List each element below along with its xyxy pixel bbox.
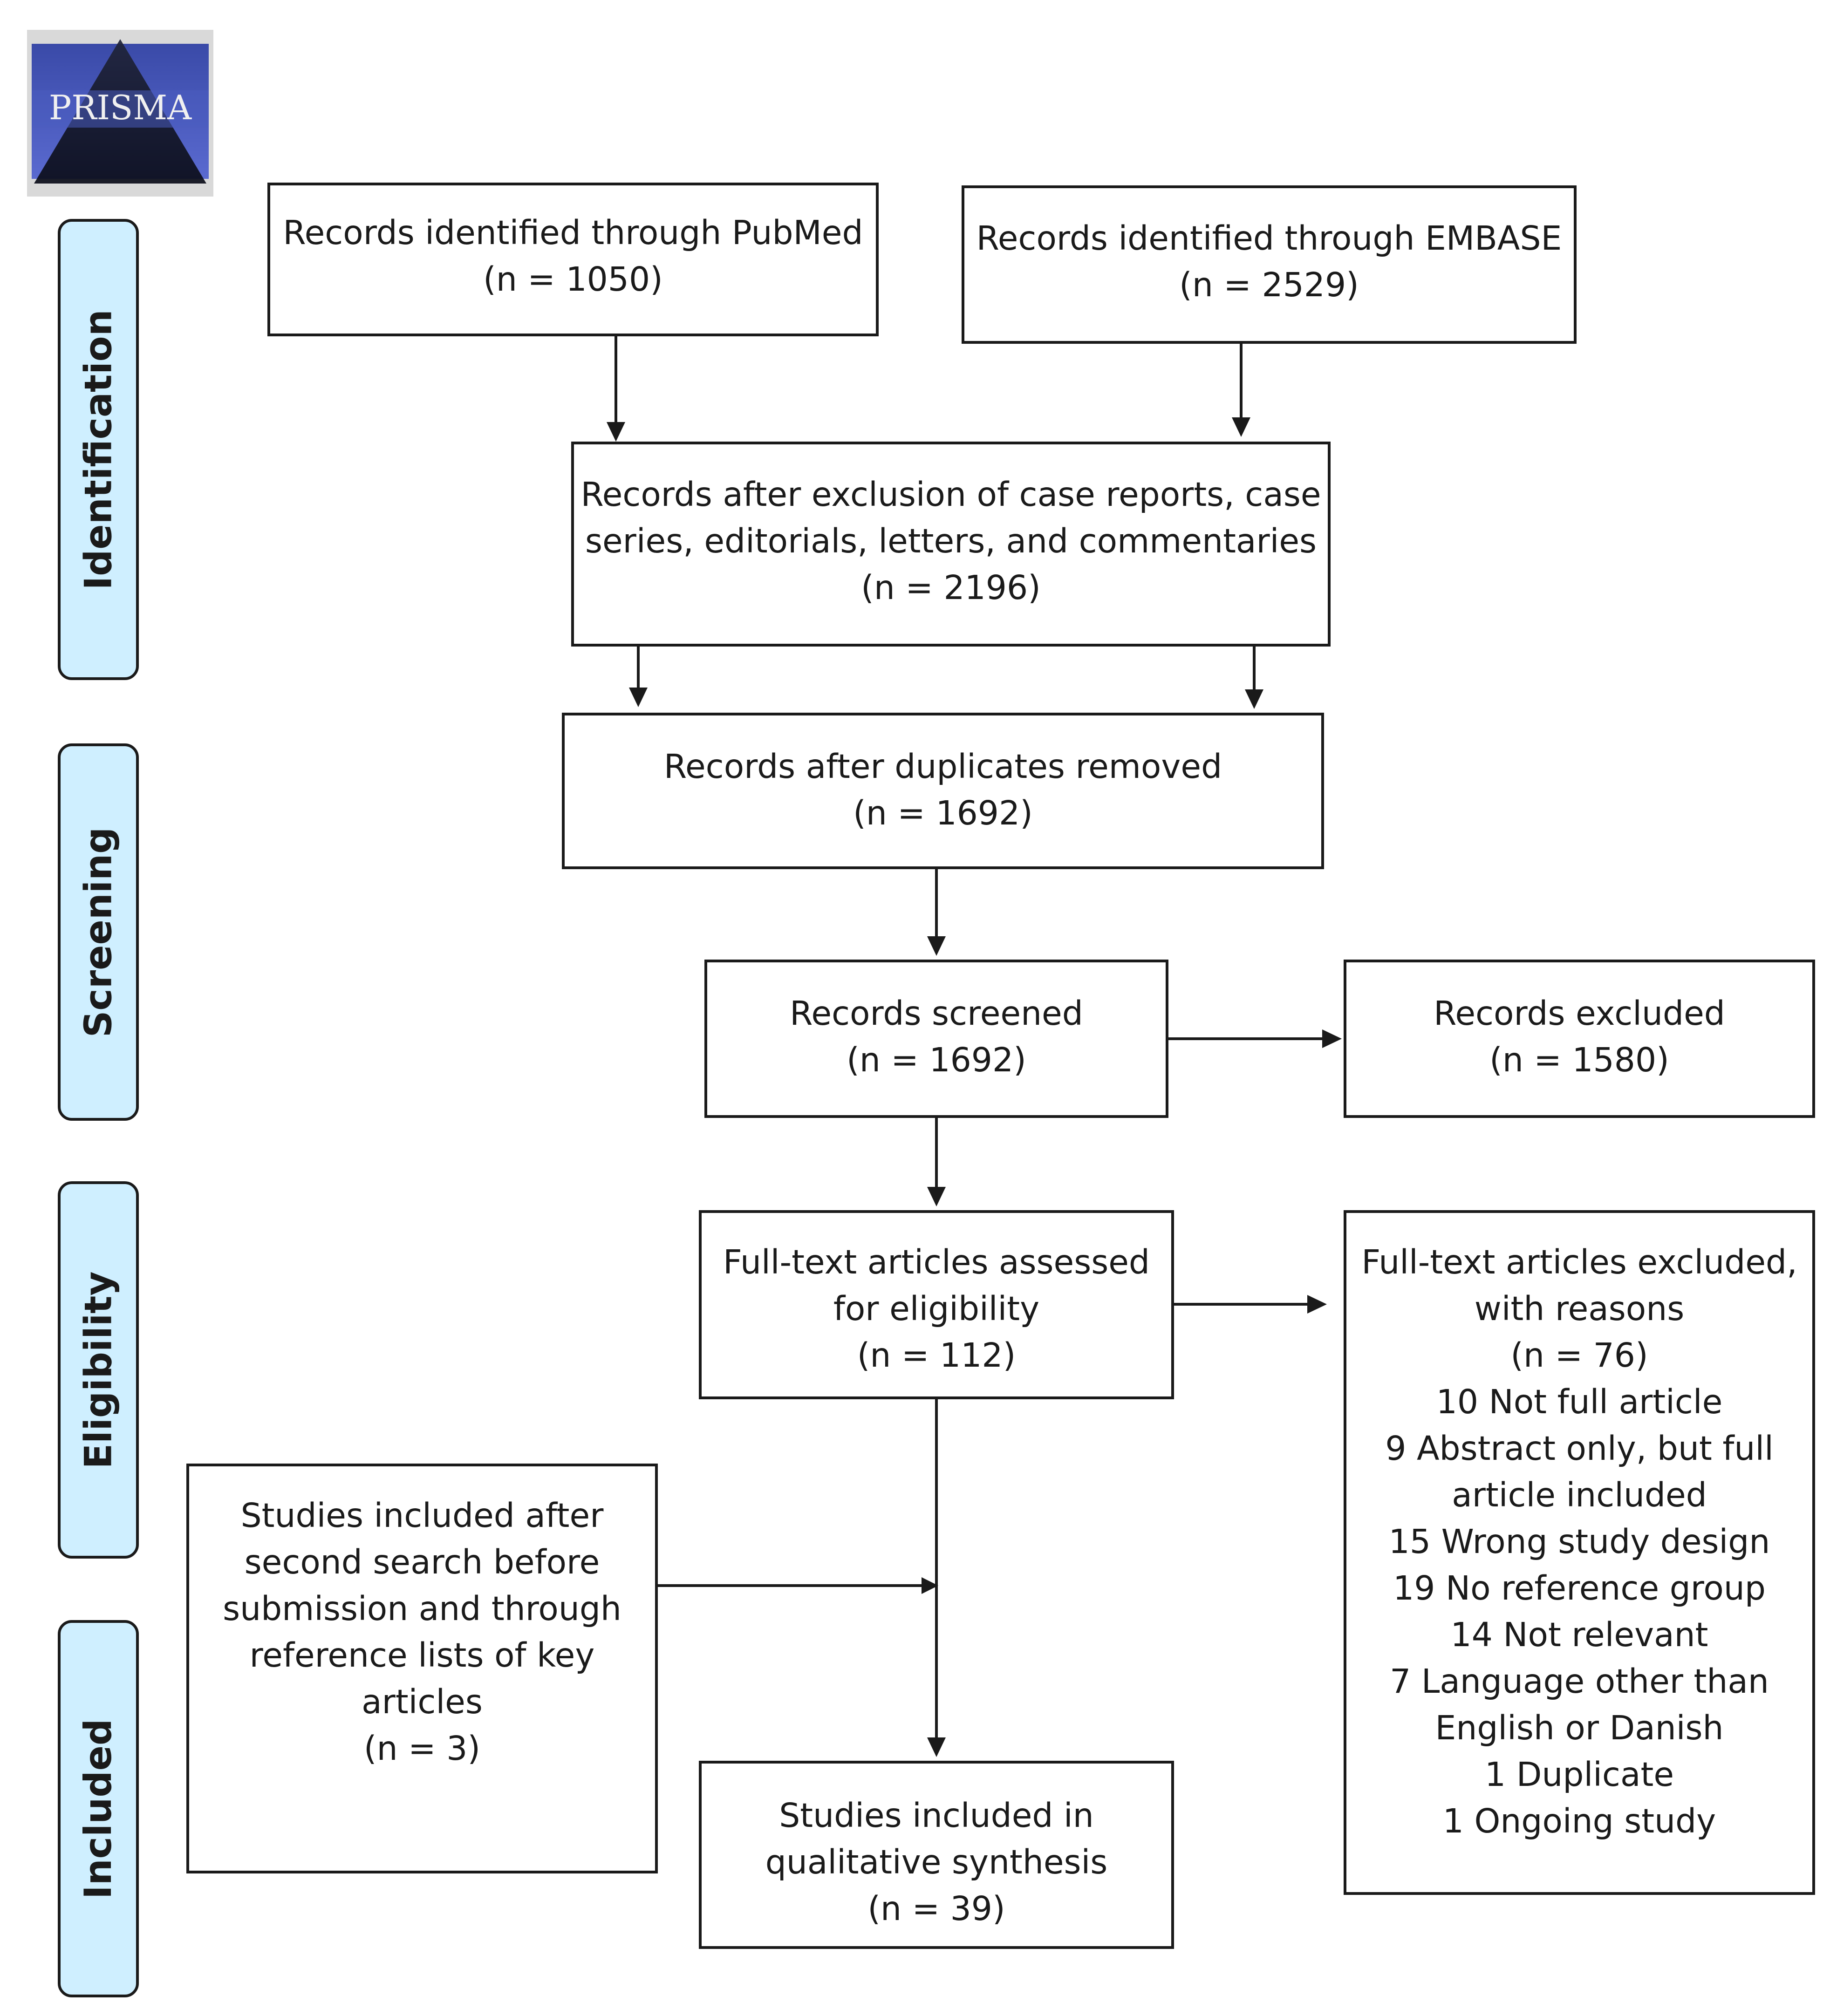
second-search-line: articles	[362, 1682, 483, 1721]
pubmed-title: Records identified through PubMed	[283, 213, 863, 252]
box-records-excluded: Records excluded (n = 1580)	[1344, 960, 1815, 1118]
duplicates-removed-count: (n = 1692)	[853, 794, 1033, 832]
fulltext-excluded-line: Full-text articles excluded,	[1361, 1243, 1797, 1281]
exclusion-reason: English or Danish	[1435, 1709, 1724, 1747]
records-screened-count: (n = 1692)	[847, 1041, 1026, 1079]
second-search-line: submission and through	[223, 1589, 621, 1628]
arrowhead-pubmed	[607, 422, 625, 442]
stage-eligibility: Eligibility	[58, 1181, 139, 1559]
second-search-count: (n = 3)	[363, 1729, 481, 1768]
exclusion-reason: 9 Abstract only, but full	[1385, 1429, 1774, 1468]
box-fulltext-assessed: Full-text articles assessed for eligibil…	[699, 1210, 1174, 1399]
qualitative-line2: qualitative synthesis	[765, 1843, 1108, 1881]
box-fulltext-excluded: Full-text articles excluded, with reason…	[1344, 1210, 1815, 1895]
exclusion-reason: 19 No reference group	[1393, 1569, 1766, 1607]
box-duplicates-removed: Records after duplicates removed (n = 16…	[562, 713, 1324, 869]
after-exclusion-count: (n = 2196)	[861, 568, 1041, 607]
after-exclusion-line2: series, editorials, letters, and comment…	[585, 522, 1317, 560]
records-excluded-count: (n = 1580)	[1489, 1041, 1669, 1079]
fulltext-assessed-line2: for eligibility	[833, 1289, 1040, 1328]
arrowhead-duplicates-left	[629, 688, 648, 707]
exclusion-reason: 1 Ongoing study	[1442, 1802, 1716, 1840]
duplicates-removed-title: Records after duplicates removed	[663, 747, 1222, 786]
exclusion-reason: article included	[1452, 1476, 1707, 1514]
arrowhead-fulltext-excluded	[1307, 1295, 1327, 1314]
exclusion-reason: 1 Duplicate	[1485, 1755, 1674, 1794]
stage-screening-label: Screening	[76, 827, 120, 1037]
logo-text: PRISMA	[49, 88, 192, 127]
box-embase-records: Records identified through EMBASE (n = 2…	[962, 185, 1577, 344]
after-exclusion-line1: Records after exclusion of case reports,…	[580, 475, 1321, 514]
prisma-logo: PRISMA	[27, 30, 213, 197]
second-search-line: second search before	[244, 1543, 600, 1581]
fulltext-assessed-count: (n = 112)	[857, 1336, 1016, 1375]
fulltext-excluded-line: with reasons	[1474, 1289, 1685, 1328]
arrowhead-duplicates-right	[1245, 689, 1263, 709]
arrowhead-qualitative	[927, 1737, 946, 1757]
qualitative-count: (n = 39)	[867, 1889, 1005, 1928]
stage-identification: Identification	[58, 219, 139, 680]
box-records-screened: Records screened (n = 1692)	[704, 960, 1168, 1118]
box-qualitative-synthesis: Studies included in qualitative synthesi…	[699, 1761, 1174, 1949]
second-search-line: Studies included after	[240, 1496, 604, 1535]
fulltext-excluded-count: (n = 76)	[1510, 1336, 1648, 1375]
stage-included-label: Included	[76, 1718, 120, 1899]
exclusion-reason: 7 Language other than	[1390, 1662, 1769, 1701]
arrowhead-embase	[1232, 417, 1250, 437]
arrowhead-second-search	[922, 1577, 938, 1594]
stage-identification-label: Identification	[76, 309, 120, 590]
records-excluded-title: Records excluded	[1434, 994, 1725, 1033]
box-pubmed-records: Records identified through PubMed (n = 1…	[267, 183, 879, 336]
second-search-line: reference lists of key	[249, 1636, 595, 1675]
arrowhead-excluded	[1322, 1029, 1342, 1048]
pubmed-count: (n = 1050)	[483, 260, 663, 299]
prisma-logo-graphic: PRISMA	[27, 30, 213, 197]
embase-count: (n = 2529)	[1179, 266, 1359, 304]
embase-title: Records identified through EMBASE	[976, 219, 1562, 258]
exclusion-reason: 15 Wrong study design	[1388, 1522, 1770, 1561]
qualitative-line1: Studies included in	[779, 1796, 1094, 1835]
fulltext-assessed-line1: Full-text articles assessed	[723, 1243, 1150, 1281]
box-after-exclusion: Records after exclusion of case reports,…	[571, 442, 1331, 647]
stage-eligibility-label: Eligibility	[76, 1271, 120, 1469]
arrowhead-screened	[927, 936, 946, 956]
records-screened-title: Records screened	[790, 994, 1083, 1033]
exclusion-reason: 14 Not relevant	[1450, 1615, 1708, 1654]
box-second-search: Studies included after second search bef…	[186, 1464, 658, 1873]
exclusion-reason: 10 Not full article	[1436, 1383, 1723, 1421]
stage-included: Included	[58, 1620, 139, 1997]
stage-screening: Screening	[58, 743, 139, 1121]
arrowhead-fulltext	[927, 1187, 946, 1206]
